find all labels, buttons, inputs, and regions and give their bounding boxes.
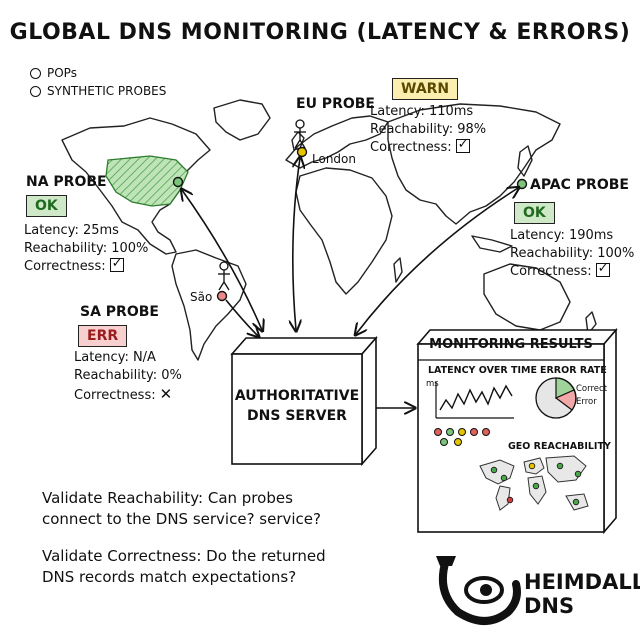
legend-pops-label: POPs [47, 66, 77, 80]
eu-connection-arrow [293, 158, 300, 330]
sa-probe-title: SA PROBE [80, 304, 159, 320]
pie-correct-label: Correct [576, 384, 608, 394]
latency-chart-label: LATENCY OVER TIME [428, 365, 537, 376]
japan-shape [517, 145, 533, 177]
na-status-badge: OK [26, 195, 67, 217]
apac-check-icon [595, 260, 610, 278]
na-probe-marker [172, 176, 184, 188]
eu-city-label: London [312, 152, 356, 166]
eu-correctness: Correctness: [370, 140, 452, 155]
correctness-note-line2: DNS records match expectations? [42, 568, 297, 586]
reachability-note: Validate Reachability: Can probes connec… [42, 488, 321, 530]
eu-metrics: Latency: 110ms Reachability: 98% Correct… [370, 103, 486, 157]
results-title: MONITORING RESULTS [429, 337, 593, 352]
error-rate-label: ERROR RATE [540, 365, 607, 376]
sa-correctness: Correctness: [74, 388, 156, 403]
apac-correctness: Correctness: [510, 264, 592, 279]
apac-metrics: Latency: 190ms Reachability: 100% Correc… [510, 227, 634, 281]
greenland-shape [213, 99, 271, 141]
eu-check-icon [455, 136, 470, 154]
reachability-note-line1: Validate Reachability: Can probes [42, 489, 293, 507]
north-america-shape [61, 117, 211, 255]
sa-metrics: Latency: N/A Reachability: 0% Correctnes… [74, 349, 182, 405]
connection-arrows [182, 158, 518, 408]
legend-pops: POPs [30, 66, 77, 80]
sa-status-badge: ERR [78, 325, 128, 347]
page-title: GLOBAL DNS MONITORING (LATENCY & ERRORS) [9, 20, 631, 45]
na-correctness: Correctness: [24, 259, 106, 274]
logo-line2: DNS [524, 594, 575, 618]
latency-unit-label: ms [426, 379, 439, 389]
apac-correctness-row: Correctness: [510, 260, 634, 281]
dns-server-line2: DNS SERVER [247, 408, 347, 424]
dns-server-label: AUTHORITATIVE DNS SERVER [232, 386, 362, 426]
na-check-icon [109, 255, 124, 273]
europe-shape [285, 115, 389, 169]
new-zealand-shape [585, 311, 597, 335]
eu-probe-marker [296, 146, 308, 158]
na-metrics: Latency: 25ms Reachability: 100% Correct… [24, 222, 148, 276]
error-rate-pie [535, 377, 577, 419]
indonesia-shape [471, 235, 513, 253]
legend-synthetic-label: SYNTHETIC PROBES [47, 84, 167, 98]
sa-stick-figure [218, 261, 230, 291]
heimdall-logo-mark [436, 556, 521, 625]
sa-reachability: Reachability: 0% [74, 368, 182, 383]
sa-correctness-row: Correctness:✕ [74, 385, 182, 405]
na-connection-arrow [182, 190, 262, 330]
legend-synthetic: SYNTHETIC PROBES [30, 84, 166, 98]
eu-latency: Latency: 110ms [370, 104, 474, 119]
na-latency: Latency: 25ms [24, 223, 119, 238]
sa-latency: Latency: N/A [74, 350, 156, 365]
eu-probe-title: EU PROBE [296, 96, 375, 112]
sa-x-icon: ✕ [159, 385, 173, 403]
probes-legend-icon [30, 85, 41, 97]
sa-city-label: São [190, 290, 213, 304]
apac-probe-marker [516, 178, 528, 190]
na-probe-title: NA PROBE [26, 174, 107, 190]
geo-reachability-label: GEO REACHABILITY [508, 441, 611, 452]
status-dots-row [434, 428, 490, 446]
geo-mini-markers [490, 462, 582, 506]
south-america-shape [171, 249, 247, 361]
usa-highlight [105, 155, 189, 207]
madagascar-shape [393, 257, 403, 283]
correctness-note: Validate Correctness: Do the returned DN… [42, 546, 326, 588]
dns-server-box [230, 335, 378, 467]
logo-text: HEIMDALL DNS [524, 570, 640, 618]
apac-status-badge: OK [514, 202, 555, 224]
na-reachability: Reachability: 100% [24, 241, 149, 256]
sa-connection-arrow [225, 299, 258, 336]
reachability-note-line2: connect to the DNS service? service? [42, 510, 321, 528]
logo-line1: HEIMDALL [524, 570, 640, 594]
apac-latency: Latency: 190ms [510, 228, 614, 243]
apac-probe-title: APAC PROBE [530, 177, 629, 193]
eu-status-badge: WARN [392, 78, 459, 100]
eu-reachability: Reachability: 98% [370, 122, 487, 137]
pie-error-label: Error [576, 397, 597, 407]
dns-server-line1: AUTHORITATIVE [234, 388, 360, 404]
sa-probe-marker [216, 290, 228, 302]
africa-shape [295, 167, 393, 295]
eu-stick-figure [294, 119, 306, 149]
na-correctness-row: Correctness: [24, 255, 148, 276]
eu-correctness-row: Correctness: [370, 136, 486, 157]
latency-mini-chart [435, 382, 514, 419]
pops-legend-icon [30, 67, 41, 79]
apac-reachability: Reachability: 100% [510, 246, 635, 261]
apac-connection-arrow [356, 188, 518, 334]
correctness-note-line1: Validate Correctness: Do the returned [42, 547, 326, 565]
